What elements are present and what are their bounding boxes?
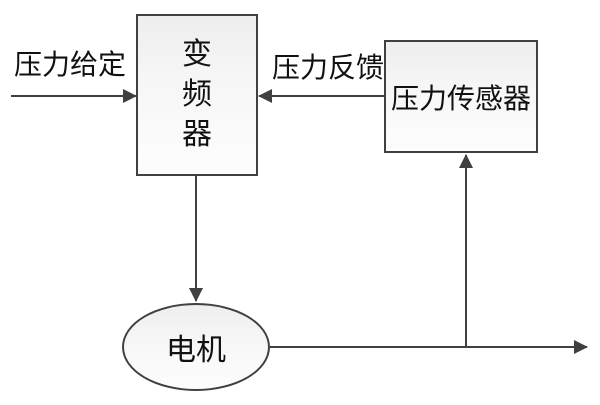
node-frequency-converter-label: 变频器 [182,37,212,152]
node-motor: 电机 [122,303,270,391]
node-motor-label: 电机 [166,333,226,368]
node-pressure-sensor: 压力传感器 [384,40,538,153]
node-frequency-converter: 变频器 [136,14,258,176]
node-pressure-sensor-label: 压力传感器 [390,81,531,115]
edge-label-pressure-feedback: 压力反馈 [272,51,385,84]
edge-label-pressure-setpoint: 压力给定 [14,48,127,81]
